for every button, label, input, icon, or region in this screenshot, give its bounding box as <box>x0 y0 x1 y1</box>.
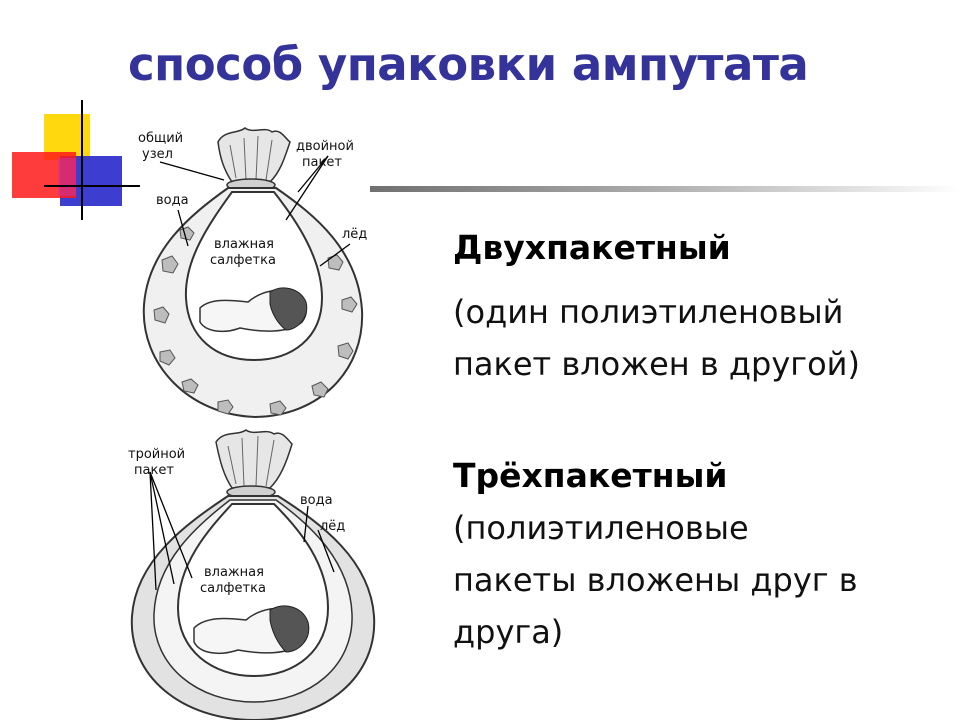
triple-bag-line-3: друга) <box>453 613 564 651</box>
label-double-bag-2: пакет <box>302 155 342 170</box>
triple-bag-description: Трёхпакетный (полиэтиленовые пакеты влож… <box>453 450 943 658</box>
label-napkin-bottom: влажная <box>204 565 264 580</box>
triple-bag-line-1: (полиэтиленовые <box>453 509 749 547</box>
triple-bag-figure: тройной пакет вода лёд влажная салфетка <box>128 429 376 720</box>
label-common-knot: общий <box>138 131 183 146</box>
label-water-top: вода <box>156 193 189 208</box>
double-bag-figure: общий узел двойной пакет вода лёд влажна… <box>138 127 367 419</box>
double-bag-heading: Двухпакетный <box>453 228 731 267</box>
double-bag-description: Двухпакетный (один полиэтиленовый пакет … <box>453 222 943 390</box>
triple-bag-line-2: пакеты вложены друг в <box>453 561 858 599</box>
packaging-illustration: общий узел двойной пакет вода лёд влажна… <box>128 127 376 720</box>
double-bag-line-2: пакет вложен в другой) <box>453 345 860 383</box>
label-common-knot-2: узел <box>142 147 173 162</box>
label-double-bag: двойной <box>296 139 354 154</box>
double-bag-line-1: (один полиэтиленовый <box>453 293 844 331</box>
decorative-squares <box>12 100 140 220</box>
slide-title: способ упаковки ампутата <box>128 38 809 91</box>
label-triple-bag: тройной <box>128 447 185 462</box>
label-napkin-top: влажная <box>214 237 274 252</box>
label-ice-bottom: лёд <box>320 519 345 534</box>
triple-bag-heading: Трёхпакетный <box>453 456 728 495</box>
label-napkin-top-2: салфетка <box>210 253 276 268</box>
label-triple-bag-2: пакет <box>134 463 174 478</box>
label-napkin-bottom-2: салфетка <box>200 581 266 596</box>
label-ice-top: лёд <box>342 227 367 242</box>
label-water-bottom: вода <box>300 493 333 508</box>
divider-line <box>370 186 960 192</box>
